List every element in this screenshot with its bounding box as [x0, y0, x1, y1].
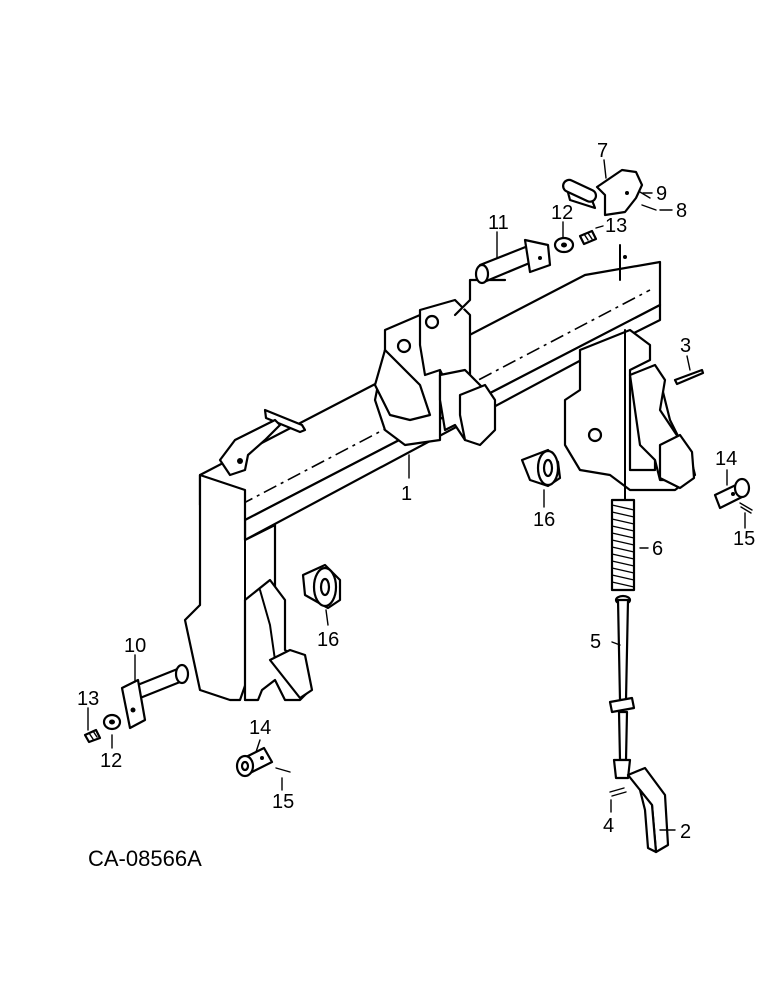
- callout-3: 3: [680, 335, 691, 357]
- latch-handle: [562, 168, 644, 217]
- callout-4: 4: [603, 815, 614, 837]
- callout-1: 1: [401, 483, 412, 505]
- callout-13-upper: 13: [605, 215, 627, 237]
- bolt-lower: [83, 728, 102, 744]
- roller-upper: [520, 448, 562, 488]
- washer-lower: [102, 713, 122, 731]
- callout-11: 11: [488, 212, 509, 234]
- pin-right: [673, 368, 705, 386]
- leader-lines: [87, 159, 746, 831]
- callout-9: 9: [656, 183, 667, 205]
- pin-lower: [609, 787, 627, 797]
- washer-upper: [553, 236, 575, 254]
- callout-15-lower: 15: [272, 791, 294, 813]
- callout-15-right: 15: [733, 528, 755, 550]
- latch-rod: [608, 594, 636, 780]
- callout-14-lower: 14: [249, 717, 271, 739]
- drawing-code: CA-08566A: [88, 846, 202, 871]
- clevis-pin-right: [713, 477, 751, 510]
- callout-16-upper: 16: [533, 509, 555, 531]
- callout-16-lower: 16: [317, 629, 339, 651]
- hitch-frame: [183, 244, 697, 702]
- callout-6: 6: [652, 538, 663, 560]
- callout-7: 7: [597, 140, 608, 162]
- callout-labels: 1 2 3 4 5 6 7 8 9 10 11 12 13 13 12 14 1…: [77, 140, 755, 871]
- callout-5: 5: [590, 631, 601, 653]
- callout-10: 10: [124, 635, 146, 657]
- bolt-upper: [578, 229, 598, 246]
- callout-12-lower: 12: [100, 750, 122, 772]
- roller-lower: [301, 563, 342, 610]
- callout-12-upper: 12: [551, 202, 573, 224]
- cotter-pin-right: [739, 502, 753, 514]
- mounting-pin-plate: [474, 238, 552, 285]
- spring: [610, 498, 636, 592]
- callout-8: 8: [676, 200, 687, 222]
- cotter-pin-lower: [275, 767, 291, 773]
- callout-2: 2: [680, 821, 691, 843]
- clevis-pin-lower: [235, 746, 274, 778]
- handle-grip: [626, 766, 670, 854]
- small-pin: [639, 191, 657, 211]
- callout-13-lower: 13: [77, 688, 99, 710]
- mounting-pin-plate-lower: [120, 663, 190, 730]
- callout-14-right: 14: [715, 448, 737, 470]
